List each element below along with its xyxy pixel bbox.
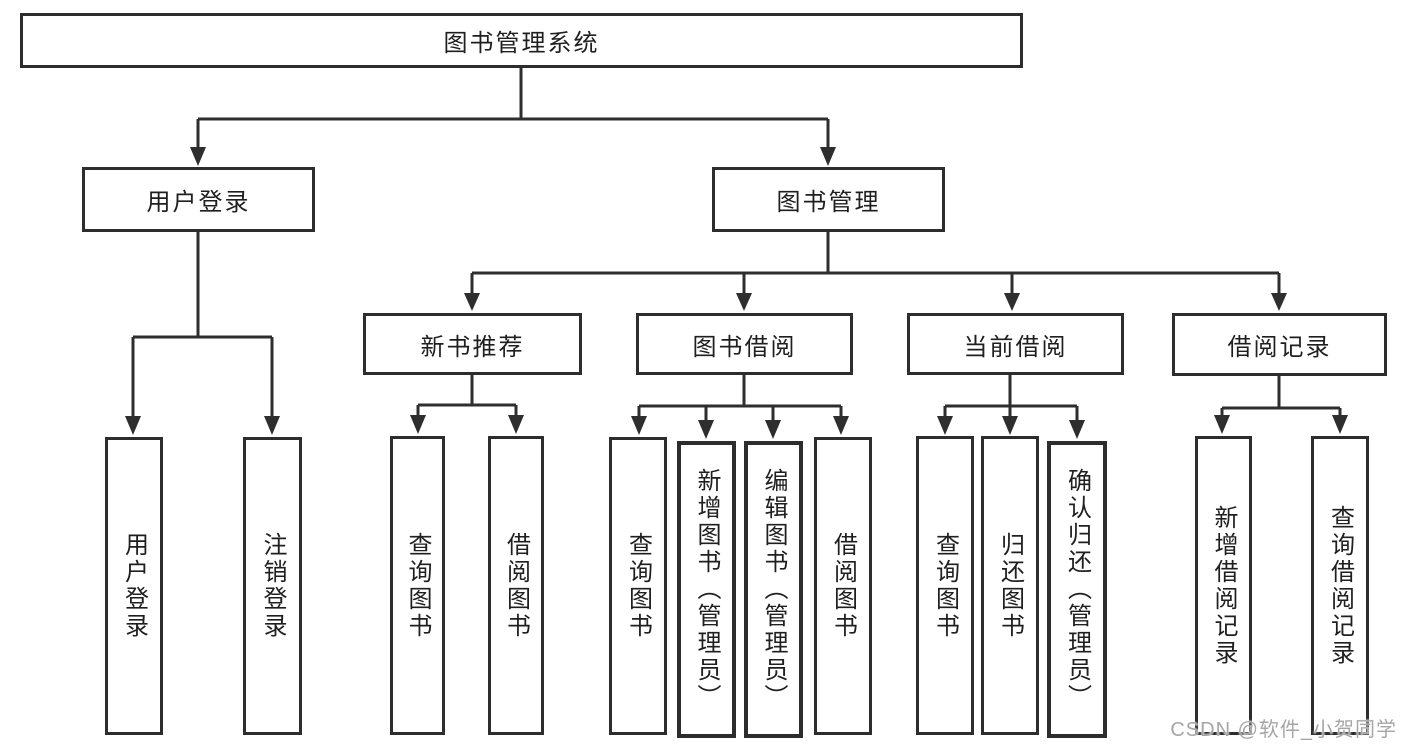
arrowhead <box>1004 293 1020 311</box>
leaf-logout: 注销登录 <box>243 437 302 735</box>
leaf-borrow-books-recommend: 借阅图书 <box>488 436 544 735</box>
node-root: 图书管理系统 <box>20 13 1023 68</box>
leaf-return-book-label: 归还图书 <box>996 531 1024 640</box>
edge-borrow-split <box>637 375 843 423</box>
node-book-borrow: 图书借阅 <box>636 313 853 375</box>
arrowhead <box>736 293 752 311</box>
arrowhead <box>698 420 714 439</box>
node-borrow-record-label: 借阅记录 <box>1227 334 1332 361</box>
arrowhead <box>765 420 781 439</box>
node-current-borrow: 当前借阅 <box>907 313 1124 375</box>
arrowhead <box>833 416 849 435</box>
leaf-borrow-books-label: 借阅图书 <box>829 532 857 640</box>
leaf-logout-label: 注销登录 <box>259 532 286 640</box>
leaf-query-books-recommend-label: 查询图书 <box>404 531 431 640</box>
arrowhead <box>631 416 647 435</box>
arrowhead <box>1271 293 1287 311</box>
leaf-query-borrow-record: 查询借阅记录 <box>1311 436 1369 735</box>
arrowheads <box>125 147 1348 439</box>
node-book-management: 图书管理 <box>712 167 945 232</box>
leaf-add-borrow-record-label: 新增借阅记录 <box>1210 504 1237 667</box>
arrowhead <box>937 416 953 435</box>
arrowhead <box>410 415 426 434</box>
edge-recommend-split <box>416 375 518 418</box>
edge-user-login-split <box>131 232 274 419</box>
edge-root-split <box>196 68 830 150</box>
leaf-add-book-admin: 新增图书（管理员） <box>677 441 736 738</box>
edge-book-mgmt-split <box>470 232 1281 296</box>
tree-edges <box>131 68 1342 423</box>
leaf-query-books-borrow: 查询图书 <box>609 437 667 735</box>
leaf-edit-book-admin-label: 编辑图书（管理员） <box>760 468 787 711</box>
leaf-query-books-borrow-label: 查询图书 <box>624 532 652 640</box>
arrowhead <box>264 416 280 435</box>
leaf-borrow-books-recommend-label: 借阅图书 <box>502 531 530 640</box>
node-book-borrow-label: 图书借阅 <box>692 333 797 361</box>
node-new-book-recommend-label: 新书推荐 <box>420 333 525 361</box>
arrowhead <box>1002 416 1018 435</box>
leaf-query-books-current: 查询图书 <box>916 436 974 735</box>
leaf-confirm-return-admin-label: 确认归还（管理员） <box>1063 468 1091 711</box>
arrowhead <box>464 293 480 311</box>
leaf-add-borrow-record: 新增借阅记录 <box>1195 436 1252 735</box>
arrowhead <box>190 147 206 166</box>
arrowhead <box>508 415 524 434</box>
node-borrow-record: 借阅记录 <box>1172 313 1387 376</box>
leaf-edit-book-admin: 编辑图书（管理员） <box>744 441 803 738</box>
watermark-text: CSDN @软件_小贺同学 <box>1170 719 1397 741</box>
leaf-confirm-return-admin: 确认归还（管理员） <box>1047 441 1107 738</box>
node-root-label: 图书管理系统 <box>443 30 600 57</box>
leaf-query-books-current-label: 查询图书 <box>931 531 959 640</box>
leaf-user-login-label: 用户登录 <box>120 532 148 640</box>
leaf-user-login: 用户登录 <box>105 437 163 735</box>
edge-current-split <box>943 375 1079 423</box>
arrowhead <box>125 416 141 435</box>
node-new-book-recommend: 新书推荐 <box>363 313 582 375</box>
edge-record-split <box>1220 375 1342 418</box>
leaf-query-books-recommend: 查询图书 <box>390 436 445 735</box>
leaf-borrow-books: 借阅图书 <box>814 437 872 735</box>
node-user-login-label: 用户登录 <box>146 189 251 216</box>
arrowhead <box>1332 415 1348 434</box>
leaf-return-book: 归还图书 <box>981 436 1039 735</box>
leaf-add-book-admin-label: 新增图书（管理员） <box>693 468 720 711</box>
leaf-query-borrow-record-label: 查询借阅记录 <box>1326 504 1354 667</box>
node-book-management-label: 图书管理 <box>776 189 881 216</box>
arrowhead <box>1069 420 1085 439</box>
node-current-borrow-label: 当前借阅 <box>963 333 1068 361</box>
node-user-login: 用户登录 <box>82 167 315 232</box>
arrowhead <box>820 147 836 166</box>
arrowhead <box>1214 415 1230 434</box>
